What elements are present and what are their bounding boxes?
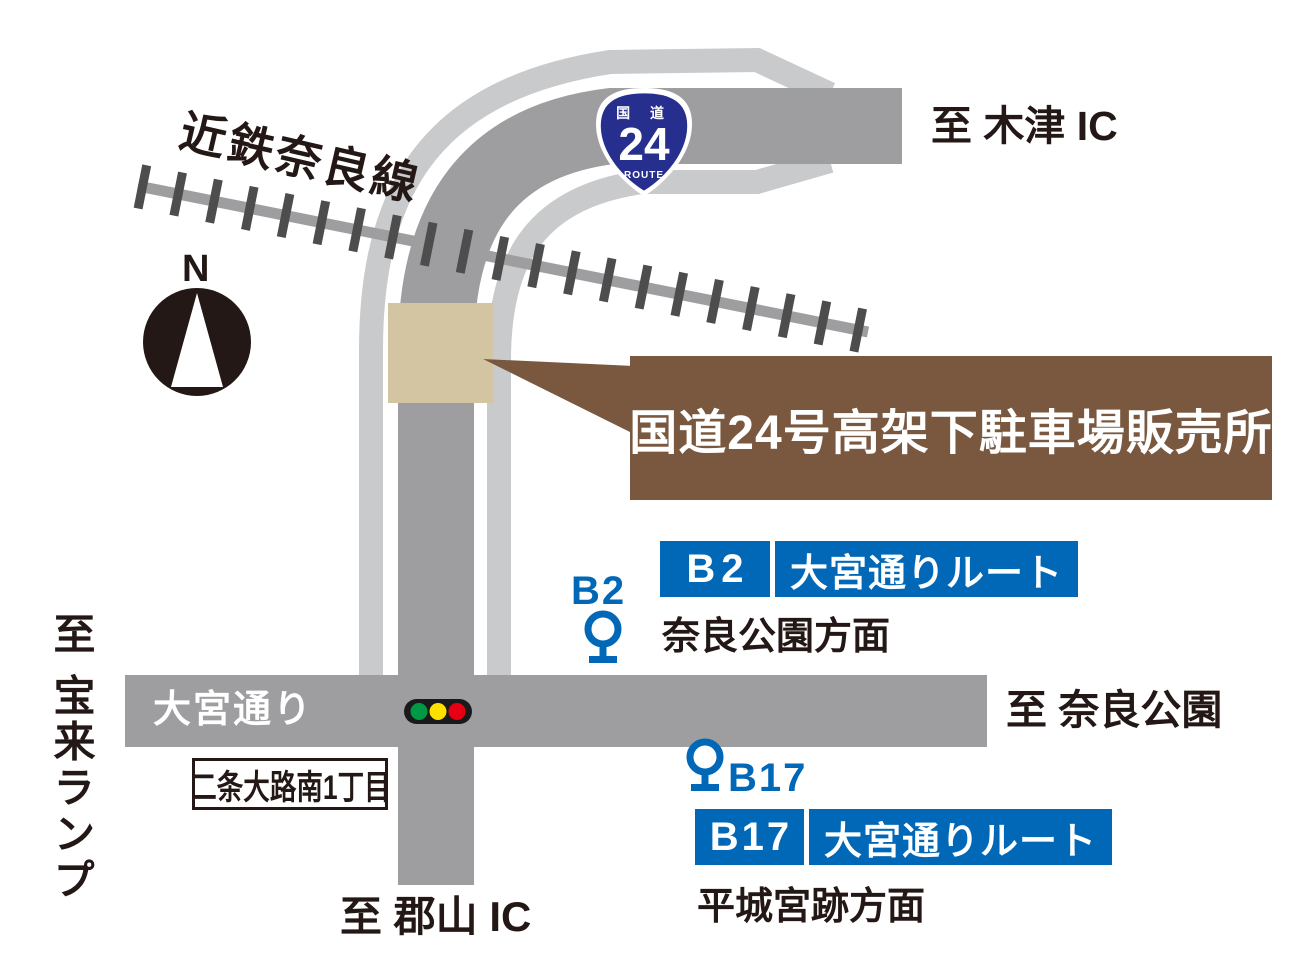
compass-north-needle-icon [171, 293, 223, 387]
compass-n-label: N [182, 248, 210, 290]
bus-stop-pole [701, 772, 709, 787]
bus-route-b17-direction: 平城宮跡方面 [697, 886, 926, 928]
bus-route-b2-name-badge: 大宮通りルート [775, 541, 1079, 597]
bus-stop-pole [599, 644, 607, 659]
bus-route-b17-badges: B17 大宮通りルート [695, 809, 1113, 865]
bus-stop-b17-icon [686, 738, 724, 791]
parking-callout: 国道24号高架下駐車場販売所 [629, 356, 1273, 500]
signal-yellow-light [429, 703, 447, 720]
bus-stop-b2-icon [584, 610, 622, 663]
shield-route-word: ROUTE [624, 170, 664, 181]
bus-stop-b17-label: B17 [728, 756, 808, 800]
route24-shield-icon: 国 道 24 ROUTE [596, 88, 692, 196]
intersection-name-label: 二条大路南1丁目 [192, 768, 388, 807]
traffic-signal-icon [404, 699, 472, 724]
shield-prefix-text: 国 道 [616, 105, 672, 121]
omiya-street-road [125, 675, 987, 747]
shield-face [600, 93, 688, 191]
parking-landmark-square [388, 303, 493, 403]
bus-route-b2-id-badge: B2 [660, 541, 770, 597]
bus-route-b2-direction: 奈良公園方面 [662, 616, 891, 658]
parking-callout-label: 国道24号高架下駐車場販売所 [629, 407, 1273, 460]
callout-pointer [483, 359, 634, 434]
bus-stop-base [691, 784, 719, 791]
destination-kizu-ic-label: 至 木津 IC [931, 103, 1118, 149]
signal-green-light [410, 703, 428, 720]
signal-red-light [448, 703, 466, 720]
destination-koriyama-ic-label: 至 郡山 IC [340, 893, 532, 940]
destination-horai-ramp-label: 至 宝来ランプ [48, 612, 95, 904]
railway-ties [133, 164, 873, 354]
intersection-name-box: 二条大路南1丁目 [192, 758, 388, 810]
omiya-street-label: 大宮通り [153, 689, 314, 731]
bus-route-b2-badges: B2 大宮通りルート [660, 541, 1079, 597]
bus-stop-b2-label: B2 [571, 569, 627, 613]
shield-number-text: 24 [618, 118, 670, 170]
bus-route-b17-id-badge: B17 [695, 809, 804, 865]
viaduct-outer-edge [359, 47, 836, 676]
bus-stop-head [584, 610, 622, 648]
bus-stop-base [589, 656, 617, 663]
bus-route-b17-name-badge: 大宮通りルート [809, 809, 1113, 865]
bus-stop-head [686, 738, 724, 776]
destination-nara-park-label: 至 奈良公園 [1006, 687, 1223, 733]
